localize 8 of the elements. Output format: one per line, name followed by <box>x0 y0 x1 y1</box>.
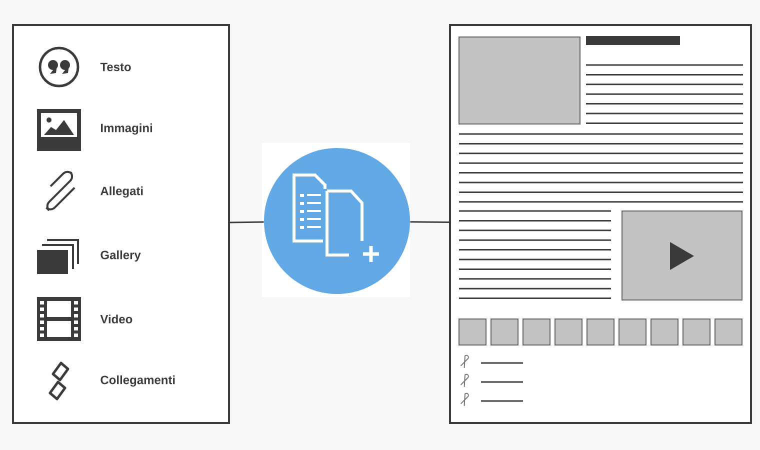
item-label: Immagini <box>101 123 152 135</box>
item-label: Gallery <box>100 250 141 262</box>
connector-line <box>410 221 450 224</box>
item-label: Collegamenti <box>100 375 175 387</box>
item-label: Video <box>100 314 132 324</box>
connector-line <box>229 221 264 224</box>
item-label: Allegati <box>100 186 143 198</box>
item-label: Testo <box>100 62 131 72</box>
